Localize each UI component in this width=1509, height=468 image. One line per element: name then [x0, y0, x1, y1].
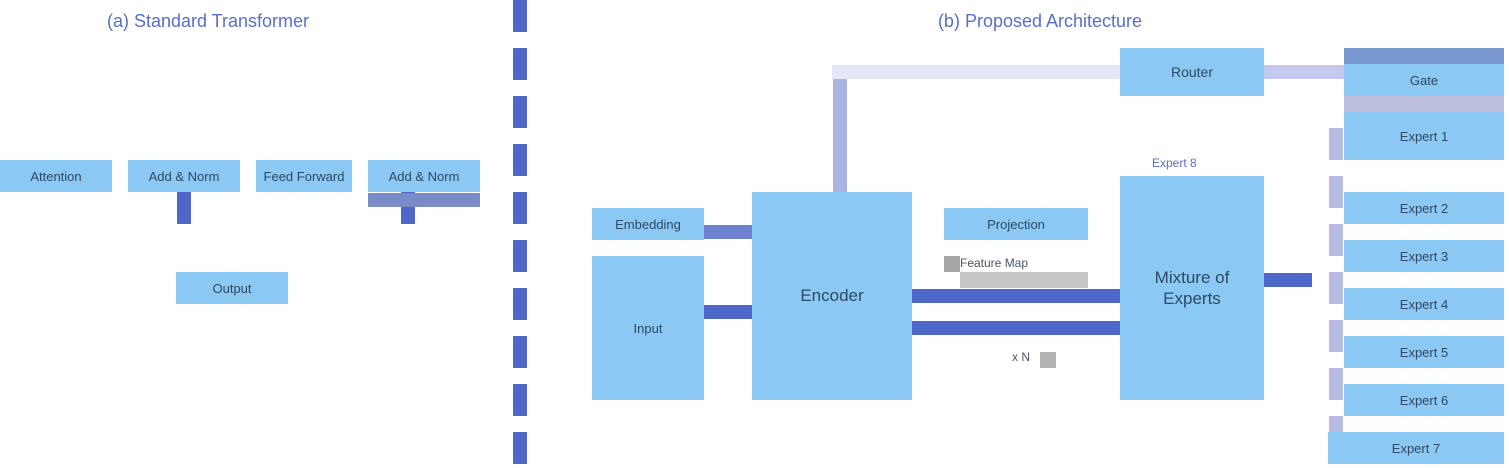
embedding-box: Embedding: [592, 208, 704, 240]
left-panel-title: (a) Standard Transformer: [106, 11, 310, 31]
input-box: Input: [592, 256, 704, 400]
repeat-label: x N: [1012, 350, 1030, 364]
left-box-feed-forward: Feed Forward: [256, 160, 352, 192]
gate-header-bar: [1344, 48, 1504, 64]
right-panel-title: (b) Proposed Architecture: [937, 11, 1143, 31]
expert-item-6: Expert 6: [1344, 384, 1504, 416]
projection-box: Projection: [944, 208, 1088, 240]
left-box-attention: Attention: [0, 160, 112, 192]
left-box-output: Output: [176, 272, 288, 304]
expert-item-5: Expert 5: [1344, 336, 1504, 368]
expert-item-1: Expert 1: [1344, 112, 1504, 160]
expert-item-3: Expert 3: [1344, 240, 1504, 272]
expert-item-7: Expert 7: [1328, 432, 1504, 464]
legend-swatch-1: [944, 256, 960, 272]
router-box: Router: [1120, 48, 1264, 96]
gate-box: Gate: [1344, 64, 1504, 96]
expert-item-4: Expert 4: [1344, 288, 1504, 320]
left-box-add-norm-1: Add & Norm: [128, 160, 240, 192]
encoder-box: Encoder: [752, 192, 912, 400]
legend-swatch-bar: [960, 272, 1088, 288]
legend-swatch-2: [1040, 352, 1056, 368]
expert-item-8: Expert 8: [1152, 156, 1197, 170]
feature-map-label: Feature Map: [960, 256, 1029, 270]
moe-box: Mixture of Experts: [1120, 176, 1264, 400]
left-box-add-norm-2: Add & Norm: [368, 160, 480, 192]
gate-divider: [1344, 96, 1504, 112]
expert-item-2: Expert 2: [1344, 192, 1504, 224]
